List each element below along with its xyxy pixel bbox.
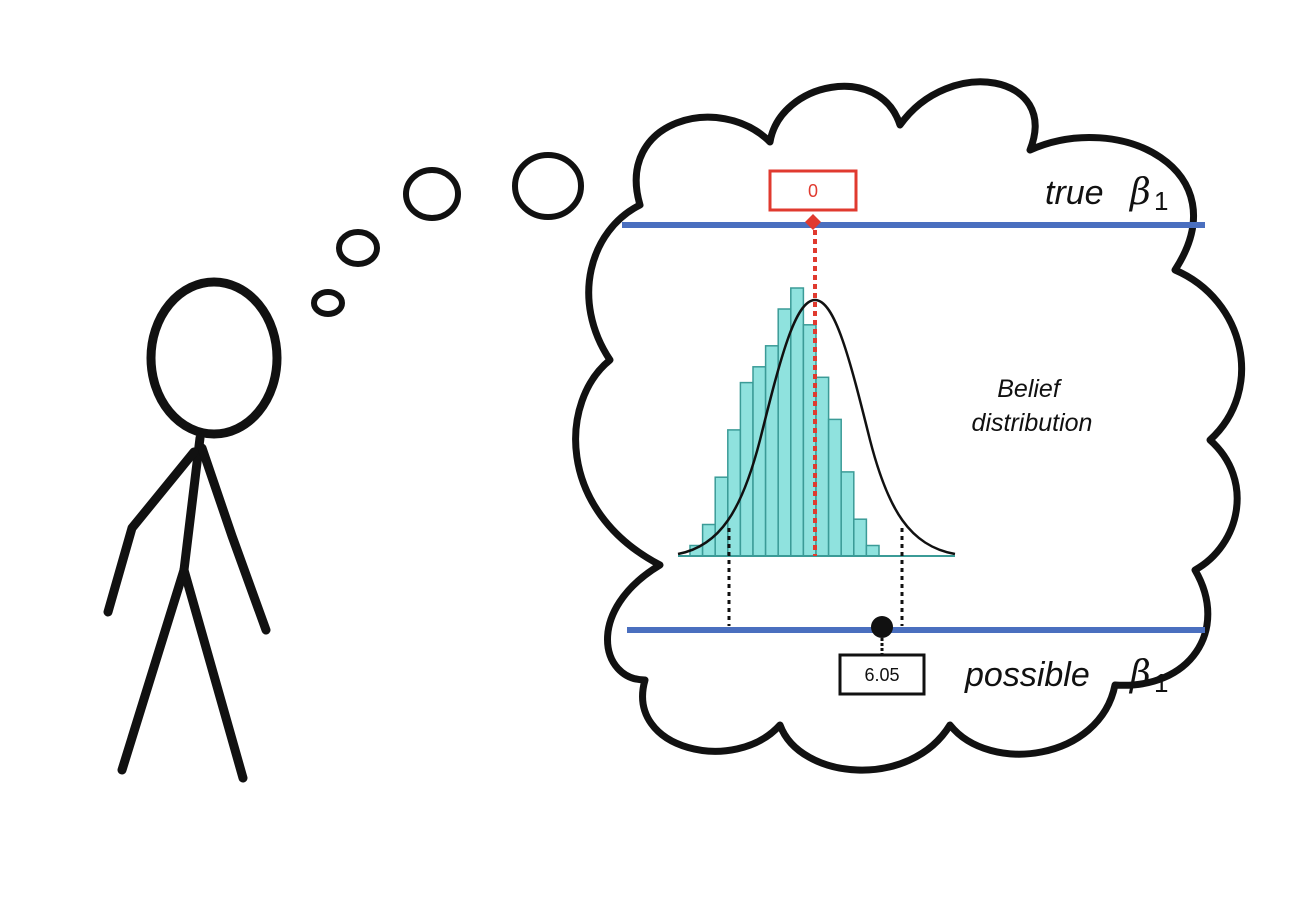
belief-distribution-label: Belief distribution [972,375,1093,437]
stick-figure-left-leg [117,565,189,775]
beta-subscript: 1 [1154,186,1168,216]
thought-bubble-small [311,289,345,317]
thought-bubble-medium [336,229,380,267]
stick-figure-right-leg [179,565,248,783]
histogram-bar [840,471,855,557]
stick-figure-left-arm [103,447,199,617]
histogram-bar [714,476,729,557]
sample-point [871,616,893,638]
histogram-bar [865,544,880,557]
belief-label-line2: distribution [972,409,1093,437]
histogram-bar [815,376,830,557]
possible-word: possible [964,656,1090,694]
stick-figure-right-arm [197,443,271,635]
thought-bubble-xlarge [512,152,584,220]
thought-bubble-large [403,167,461,221]
belief-histogram [689,287,880,557]
thought-cloud [572,78,1246,774]
belief-normal-curve [677,298,956,556]
true-value-box [768,169,858,212]
true-value-marker [805,214,821,230]
sample-value-label: 6.05 [864,665,899,685]
thought-bubbles [311,152,584,317]
belief-label-line1: Belief [997,375,1063,403]
true-value-label: 0 [808,181,818,201]
true-word: true [1045,174,1104,212]
true-beta-label: true β 1 [1045,172,1168,216]
histogram-bar [827,418,842,557]
possible-beta-label: possible β 1 [964,654,1168,698]
beta-subscript-2: 1 [1154,668,1168,698]
stick-figure-head [146,277,282,439]
stick-figure-torso [179,433,205,575]
beta-symbol-2: β [1128,654,1151,695]
histogram-bar [853,518,868,557]
beta-symbol: β [1128,172,1151,213]
sample-value-box [838,653,926,696]
stick-figure [103,277,282,783]
